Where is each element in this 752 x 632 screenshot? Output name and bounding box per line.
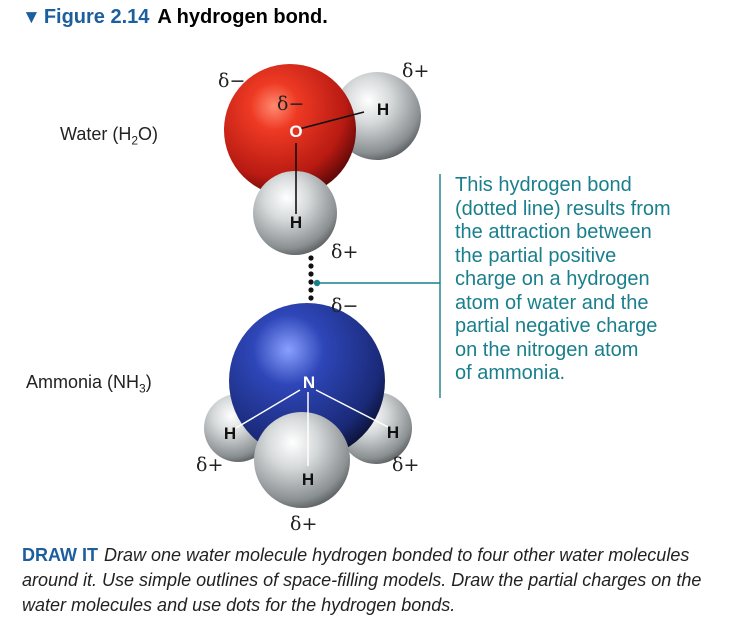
callout-line: of ammonia. [455,362,566,384]
ammonia-bond-nh-left [235,389,301,429]
hydrogen-bond-dotted-line [308,255,314,309]
oxygen-atom-label: O [289,122,302,141]
figure-title: A hydrogen bond. [157,6,328,28]
callout-connector [313,174,441,398]
water-hydrogen-top-positive-charge: δ+ [402,60,429,82]
nitrogen-negative-charge: δ− [331,295,358,317]
water-molecule: O H H [224,64,421,255]
nitrogen-sphere [229,303,385,459]
hbond-dot [308,279,314,285]
hbond-dot [308,287,314,293]
water-hydrogen-bottom-label: H [290,213,302,232]
water-hydrogen-bottom-positive-charge: δ+ [331,241,358,263]
callout-line: the attraction between [455,221,652,243]
ammonia-hydrogen-bottom-sphere [254,412,350,508]
water-oxygen-outer-negative-charge: δ− [218,70,245,92]
callout-line: atom of water and the [455,291,649,314]
water-oxygen-inner-negative-charge: δ− [277,93,304,115]
figure-number: Figure 2.14 [43,6,150,28]
ammonia-molecule: N H H H [204,303,412,508]
water-hydrogen-bottom-sphere [253,171,337,255]
ammonia-hydrogen-right-label: H [387,423,399,442]
callout-line: charge on a hydrogen [455,268,650,290]
ammonia-hydrogen-left-label: H [224,424,236,443]
triangle-marker-icon: ▼ [22,7,41,28]
nitrogen-atom-label: N [303,373,315,392]
callout-line: the partial positive [455,244,617,267]
ammonia-bond-nh-right [315,389,389,428]
callout-line: (dotted line) results from [455,197,671,220]
water-bond-oh-right [298,111,365,130]
figure-header: ▼Figure 2.14 A hydrogen bond. [22,6,328,29]
callout-line: This hydrogen bond [455,174,632,196]
hbond-dot [308,263,314,269]
water-label: Water (H2O) [60,124,159,148]
ammonia-hydrogen-bottom-label: H [302,470,314,489]
ammonia-hydrogen-left-positive-charge: δ+ [196,454,223,476]
callout-line: partial negative charge [455,315,658,337]
draw-it-text: Draw one water molecule hydrogen bonded … [22,545,702,615]
draw-it-lead: DRAW IT [22,545,98,565]
callout-line: on the nitrogen atom [455,338,639,361]
ammonia-hydrogen-bottom-positive-charge: δ+ [290,513,317,535]
oxygen-sphere [224,64,356,196]
hbond-dot [308,255,314,261]
hydrogen-bond-callout: This hydrogen bond (dotted line) results… [455,174,735,386]
ammonia-label: Ammonia (NH3) [26,372,152,396]
hbond-dot [308,271,314,277]
ammonia-hydrogen-right-positive-charge: δ+ [392,454,419,476]
hbond-dot [308,295,314,301]
water-hydrogen-right-label: H [377,100,389,119]
